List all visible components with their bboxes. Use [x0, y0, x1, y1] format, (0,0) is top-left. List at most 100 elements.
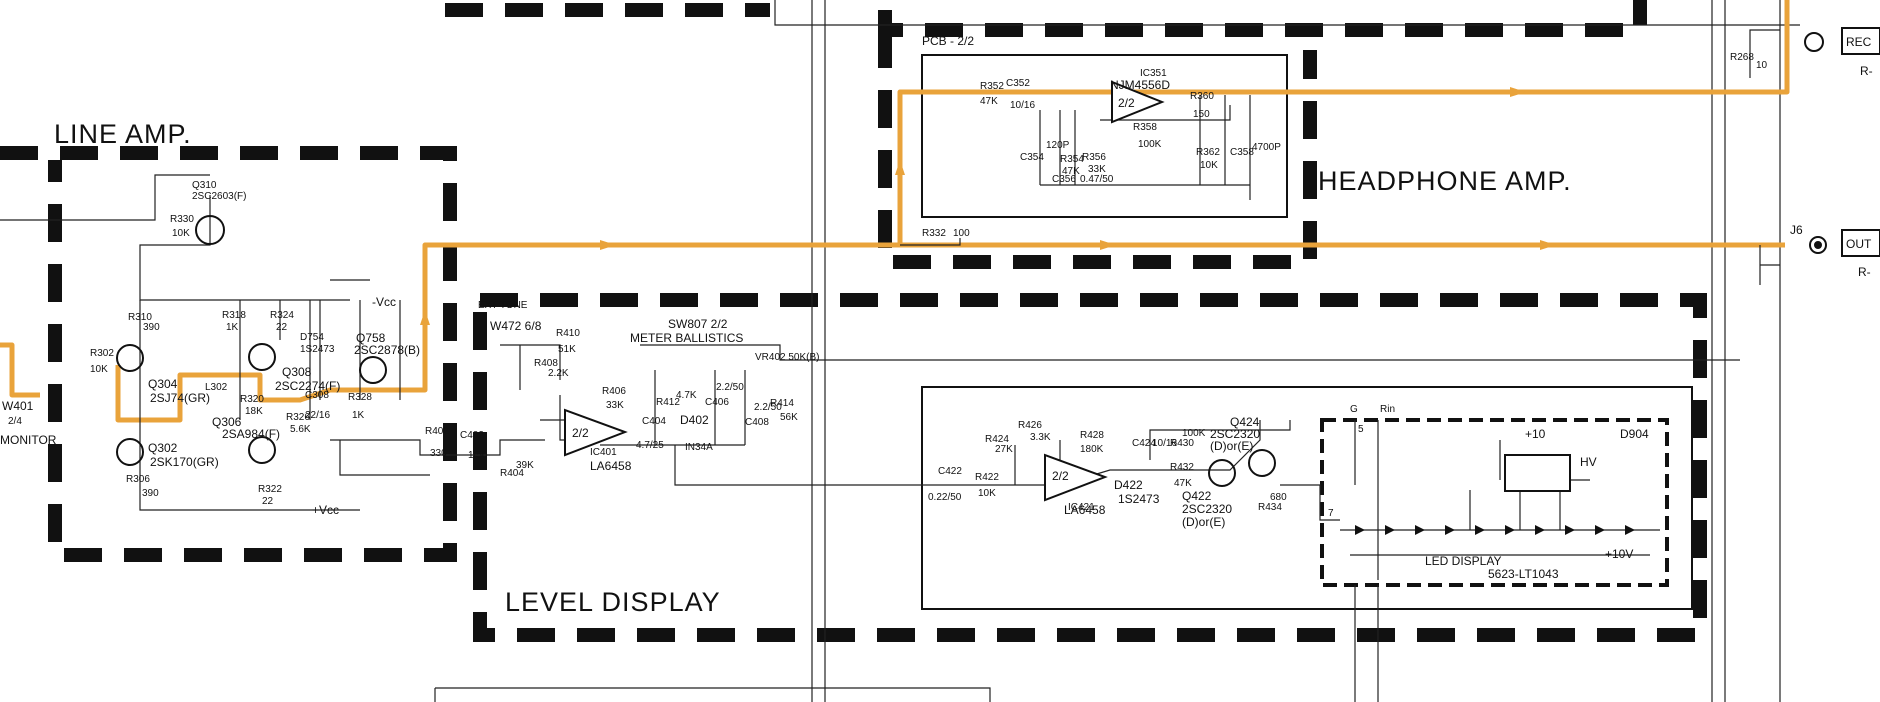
r414-label: R414 — [770, 398, 794, 409]
w401-label: W401 — [2, 399, 34, 413]
c352-label: C352 — [1006, 78, 1030, 89]
led-row — [1355, 525, 1635, 535]
r326-value: 5.6K — [290, 424, 311, 435]
r402-label: R402 — [425, 426, 449, 437]
sw807-label: SW807 2/2 — [668, 317, 728, 331]
r332-value: 100 — [953, 228, 970, 239]
r412-label: R412 — [656, 397, 680, 408]
q306-label: Q306 — [212, 415, 242, 429]
c354-label: C354 — [1020, 152, 1044, 163]
ext-tone-label: EXT TONE — [478, 300, 528, 311]
j6-label: J6 — [1790, 223, 1803, 237]
q424-part: 2SC2320 — [1210, 427, 1260, 441]
meter-ballistics-label: METER BALLISTICS — [630, 331, 743, 345]
r318-label: R318 — [222, 310, 246, 321]
connector-boxes — [1841, 27, 1880, 257]
ic401-symbol — [564, 408, 628, 457]
ic421-part: LA6458 — [1064, 503, 1106, 517]
level-display-box — [473, 293, 1707, 642]
g-pin-label: G — [1350, 404, 1358, 415]
rails — [434, 0, 1800, 702]
w401-sub-label: 2/4 — [8, 416, 22, 427]
q424-label: Q424 — [1230, 415, 1260, 429]
r412-value: 4.7K — [676, 390, 697, 401]
r404-value: 39K — [516, 460, 534, 471]
r410-value: 51K — [558, 344, 576, 355]
r422-label: R422 — [975, 472, 999, 483]
r408-label: R408 — [534, 358, 558, 369]
c308-value: 22/16 — [305, 410, 330, 421]
r430-label: R430 — [1170, 438, 1194, 449]
r354-label: R354 — [1060, 154, 1084, 165]
r428-value: 180K — [1080, 444, 1104, 455]
r354-value: 47K — [1062, 166, 1080, 177]
vcc-top-label: -Vcc — [372, 295, 396, 309]
c358-value: 4700P — [1252, 142, 1281, 153]
ic401-unit: 2/2 — [572, 426, 589, 440]
d422-part: 1S2473 — [1118, 492, 1160, 506]
ic351-unit: 2/2 — [1118, 96, 1135, 110]
q422-symbol — [1208, 459, 1236, 487]
section-title-line-amp: LINE AMP. — [54, 119, 192, 149]
r362-value: 10K — [1200, 160, 1218, 171]
level-display-labels: EXT TONE W472 6/8 R410 51K R408 2.2K R40… — [425, 300, 1649, 581]
r432-value: 47K — [1174, 478, 1192, 489]
r306-value: 390 — [142, 488, 159, 499]
r430-value: 100K — [1182, 428, 1206, 439]
r426-label: R426 — [1018, 420, 1042, 431]
r432-label: R432 — [1170, 462, 1194, 473]
r324-value: 22 — [276, 322, 288, 333]
q424-grade: (D)or(E) — [1210, 439, 1253, 453]
r422-value: 10K — [978, 488, 996, 499]
q422-grade: (D)or(E) — [1182, 515, 1225, 529]
q758-label: Q758 — [356, 331, 386, 345]
c354-value: 120P — [1046, 140, 1070, 151]
r414-value: 56K — [780, 412, 798, 423]
r332-label: R332 — [922, 228, 946, 239]
c406-label: C406 — [705, 397, 729, 408]
led-display-label: LED DISPLAY — [1425, 554, 1501, 568]
vr402-label: VR402 50K(B) — [755, 352, 819, 363]
ic351-part: NJM4556D — [1110, 78, 1170, 92]
r356-value: 33K — [1088, 164, 1106, 175]
r322-label: R322 — [258, 484, 282, 495]
r318-value: 1K — [226, 322, 239, 333]
c404-label: C404 — [642, 416, 666, 427]
q304-label: Q304 — [148, 377, 178, 391]
q424-symbol — [1248, 449, 1276, 477]
q422-part: 2SC2320 — [1182, 502, 1232, 516]
q304-part: 2SJ74(GR) — [150, 391, 210, 405]
r406-label: R406 — [602, 386, 626, 397]
q306-symbol — [248, 436, 276, 464]
d904-label: D904 — [1620, 427, 1649, 441]
line-amp-labels: W401 2/4 MONITOR Q310 2SC2603(F) R330 10… — [0, 180, 420, 517]
pcb-box — [878, 30, 1317, 269]
c308-label: C308 — [305, 390, 329, 401]
section-title-level-display: LEVEL DISPLAY — [505, 587, 721, 617]
r302-value: 10K — [90, 364, 108, 375]
pin5-label: 5 — [1358, 424, 1364, 435]
rin-pin-label: Rin — [1380, 404, 1395, 415]
c424-value: 10/16 — [1152, 438, 1177, 449]
r352-value: 47K — [980, 96, 998, 107]
r434-label: R434 — [1258, 502, 1282, 513]
q310-part: 2SC2603(F) — [192, 191, 246, 202]
rec-sub-label: R- — [1860, 64, 1873, 78]
r402-value: 330 — [430, 448, 447, 459]
ic351-symbol — [1111, 80, 1165, 124]
r330-value: 10K — [172, 228, 190, 239]
out-label: OUT — [1846, 237, 1872, 251]
r310-value: 390 — [143, 322, 160, 333]
r310-label: R310 — [128, 312, 152, 323]
d754-label: D754 — [300, 332, 324, 343]
out-sub-label: R- — [1858, 265, 1871, 279]
top-dashed-border — [445, 0, 1647, 37]
section-title-headphone-amp: HEADPHONE AMP. — [1318, 166, 1572, 196]
plus10-label: +10 — [1525, 427, 1546, 441]
r358-label: R358 — [1133, 122, 1157, 133]
pin7-label: 7 — [1328, 508, 1334, 519]
ic351-label: IC351 — [1140, 68, 1167, 79]
r320-label: R320 — [240, 394, 264, 405]
c422-label: C422 — [938, 466, 962, 477]
